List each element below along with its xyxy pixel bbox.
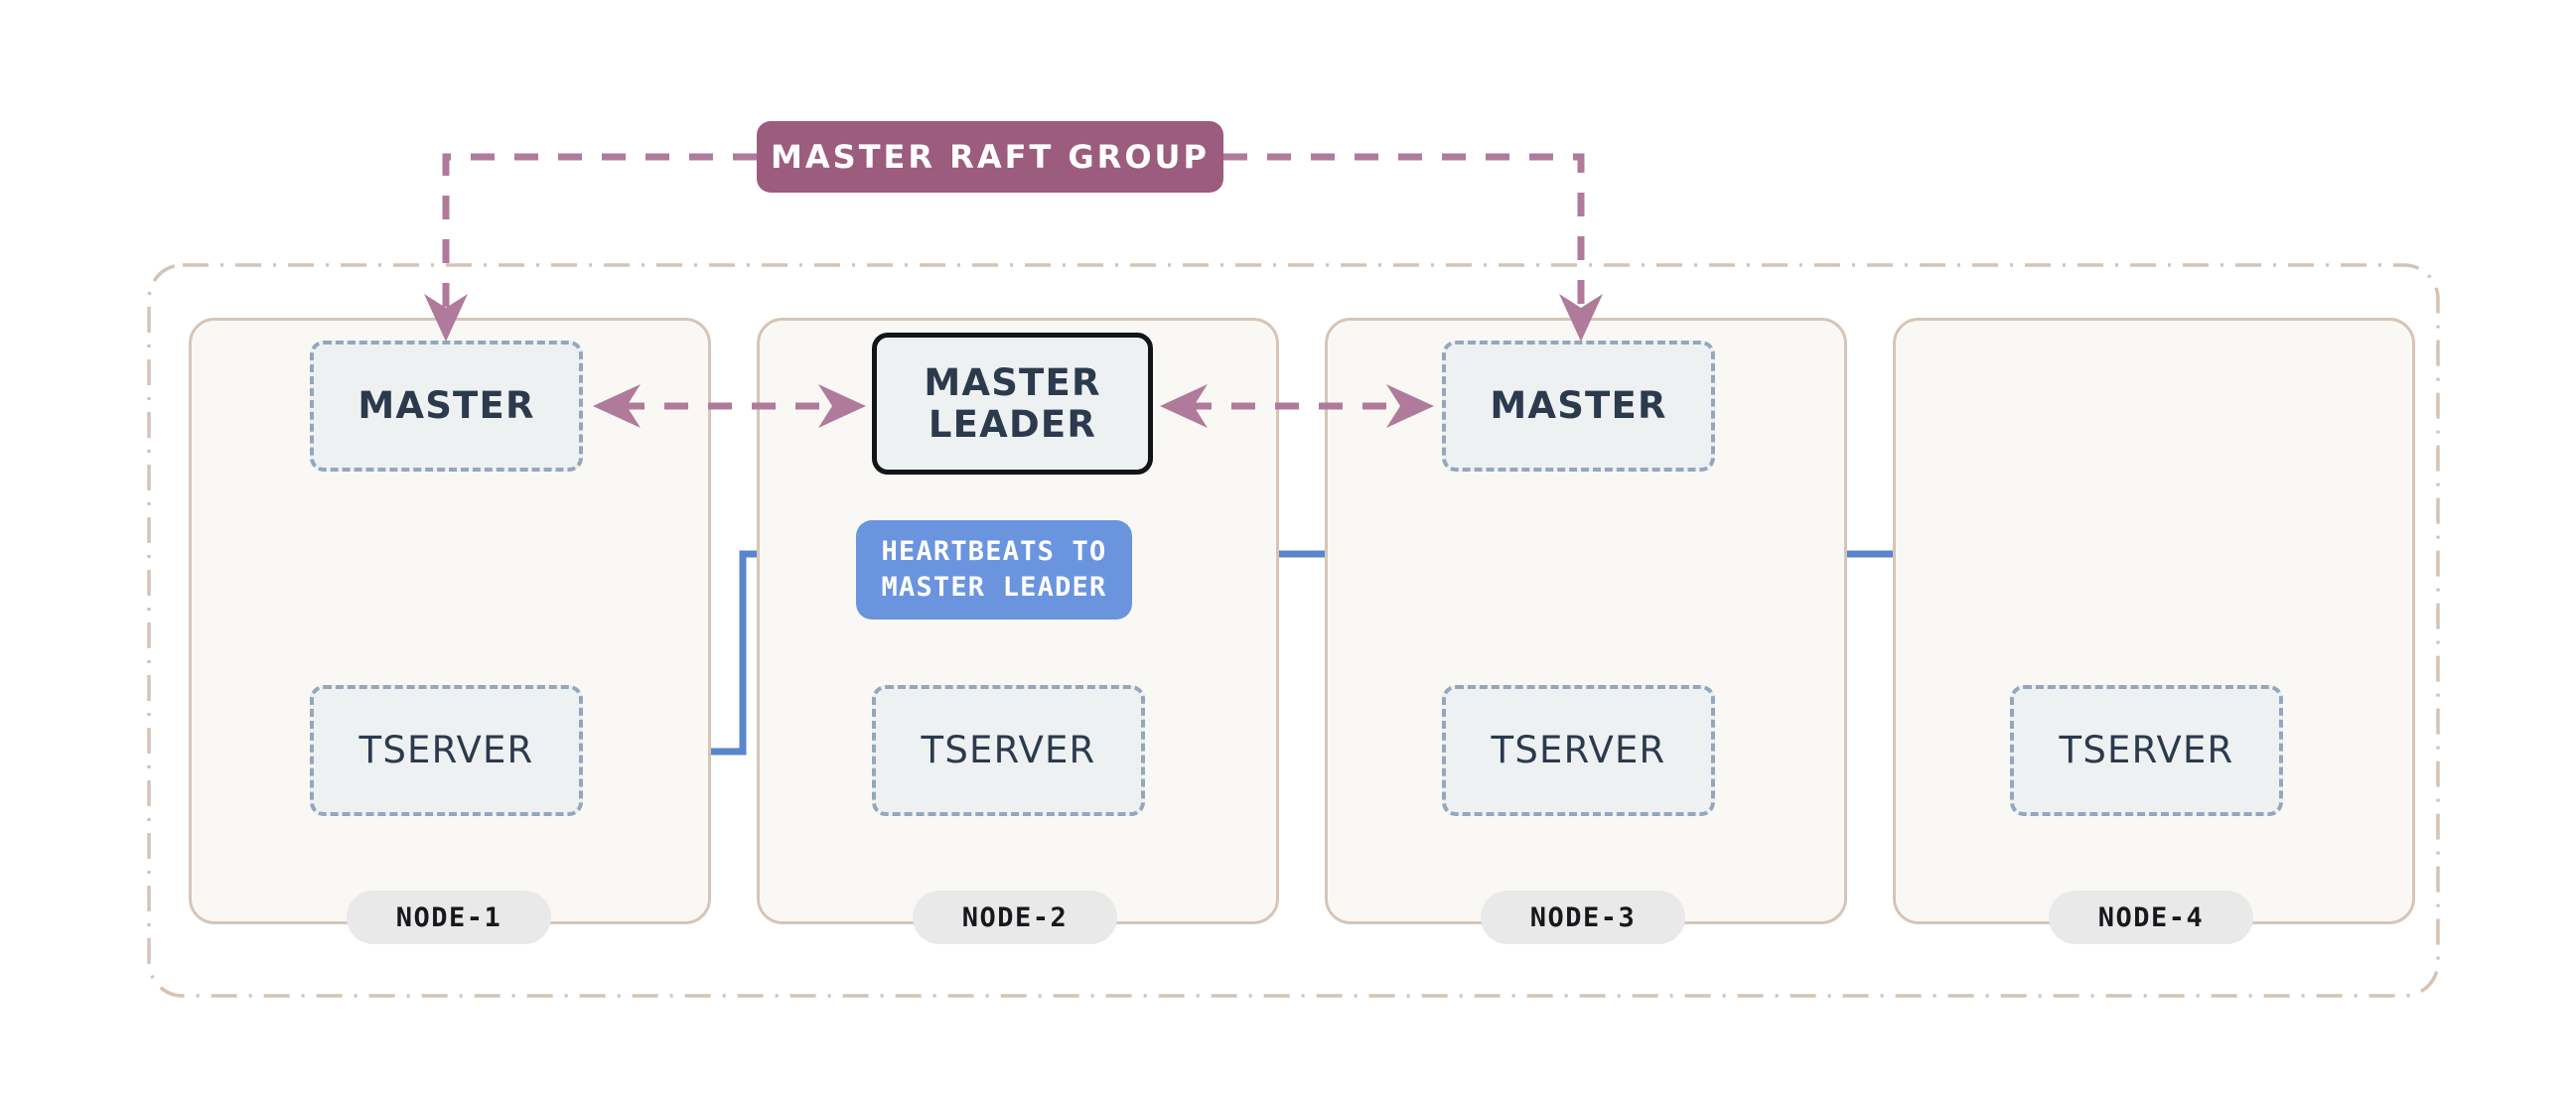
master-leader-label-line2: LEADER xyxy=(928,402,1097,446)
node-pill-node-1[interactable]: NODE-1 xyxy=(347,891,551,944)
tserver-node-1-label: TSERVER xyxy=(358,729,534,772)
master-raft-group-badge[interactable]: MASTER RAFT GROUP xyxy=(757,121,1223,193)
master-node-1-label: MASTER xyxy=(358,384,535,428)
tserver-node-3[interactable]: TSERVER xyxy=(1442,685,1715,816)
master-node-1[interactable]: MASTER xyxy=(310,341,583,472)
tserver-node-2[interactable]: TSERVER xyxy=(872,685,1145,816)
master-leader-label: MASTER LEADER xyxy=(924,362,1100,445)
heartbeats-callout-line2: MASTER LEADER xyxy=(881,572,1107,603)
node-card-node-4[interactable] xyxy=(1893,318,2415,924)
tserver-node-1[interactable]: TSERVER xyxy=(310,685,583,816)
raft-arrow-into-node-3 xyxy=(1559,294,1603,342)
master-leader-label-line1: MASTER xyxy=(924,361,1101,405)
raft-arrow-to-leader-left xyxy=(818,384,866,428)
tserver-node-4-label: TSERVER xyxy=(2059,729,2234,772)
master-node-3-label: MASTER xyxy=(1490,384,1667,428)
tserver-node-3-label: TSERVER xyxy=(1491,729,1666,772)
raft-wire-badge-to-node-3 xyxy=(1223,153,1585,316)
node-pill-node-1-label: NODE-1 xyxy=(395,901,502,933)
heartbeats-callout-line1: HEARTBEATS TO xyxy=(881,535,1107,567)
tserver-node-4[interactable]: TSERVER xyxy=(2010,685,2283,816)
master-leader-node-2[interactable]: MASTER LEADER xyxy=(872,333,1153,475)
node-pill-node-4-label: NODE-4 xyxy=(2097,901,2205,933)
raft-arrow-into-node-1 xyxy=(424,294,468,342)
node-pill-node-4[interactable]: NODE-4 xyxy=(2049,891,2253,944)
raft-wire-badge-to-node-1 xyxy=(442,153,757,316)
node-pill-node-2-label: NODE-2 xyxy=(961,901,1069,933)
master-raft-group-badge-label: MASTER RAFT GROUP xyxy=(771,138,1210,176)
raft-arrow-to-node-1-master xyxy=(593,384,641,428)
master-node-3[interactable]: MASTER xyxy=(1442,341,1715,472)
tserver-node-2-label: TSERVER xyxy=(921,729,1096,772)
node-pill-node-3-label: NODE-3 xyxy=(1529,901,1637,933)
node-pill-node-3[interactable]: NODE-3 xyxy=(1481,891,1685,944)
raft-arrow-to-node-3-master xyxy=(1386,384,1434,428)
node-pill-node-2[interactable]: NODE-2 xyxy=(913,891,1117,944)
raft-arrow-to-leader-right xyxy=(1160,384,1208,428)
heartbeats-callout[interactable]: HEARTBEATS TO MASTER LEADER xyxy=(856,520,1132,620)
